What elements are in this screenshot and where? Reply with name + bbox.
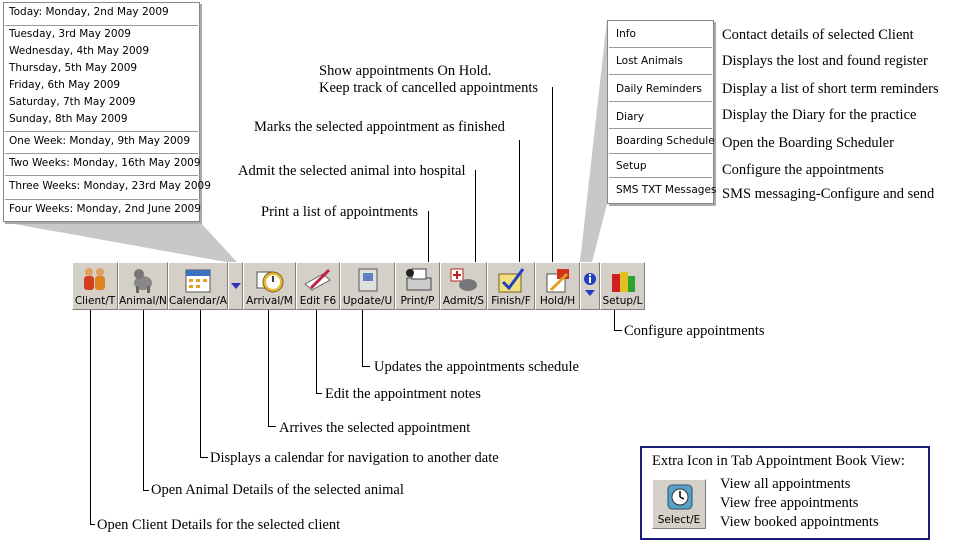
hold-callout-text: Show appointments On Hold.	[319, 63, 492, 79]
select-button[interactable]: Select/E	[652, 479, 706, 529]
checkmark-icon	[498, 268, 525, 293]
update-icon	[358, 268, 377, 292]
options-menu-button[interactable]	[580, 262, 600, 310]
hospital-admit-icon	[450, 268, 477, 291]
extra-icon-panel: Extra Icon in Tab Appointment Book View:…	[640, 446, 930, 540]
client-button-label: Client/T	[74, 295, 116, 307]
client-callout-line	[90, 310, 91, 525]
edit-button[interactable]: Edit F6	[296, 262, 340, 310]
date-day-item[interactable]: Sunday, 8th May 2009	[9, 113, 128, 125]
extra-panel-title: Extra Icon in Tab Appointment Book View:	[652, 453, 905, 469]
calendar-icon	[185, 269, 211, 293]
calendar-button[interactable]: Calendar/A	[168, 262, 228, 310]
print-button-label: Print/P	[400, 295, 435, 307]
dog-icon	[134, 269, 152, 293]
finish-callout-line	[519, 140, 520, 262]
setup-description: Configure the appointments	[722, 162, 884, 178]
date-day-item[interactable]: Wednesday, 4th May 2009	[9, 45, 150, 57]
sms-description: SMS messaging-Configure and send	[722, 186, 935, 202]
hold-button[interactable]: Hold/H	[535, 262, 580, 310]
animal-callout-text: Open Animal Details of the selected anim…	[151, 482, 404, 498]
extra-line: View all appointments	[720, 476, 851, 492]
update-callout-line	[362, 310, 363, 367]
date-one-week-item[interactable]: One Week: Monday, 9th May 2009	[9, 135, 191, 147]
admit-button-label: Admit/S	[442, 295, 485, 307]
update-button[interactable]: Update/U	[340, 262, 395, 310]
edit-pen-icon	[304, 268, 331, 291]
menu-item-lost-animals[interactable]: Lost Animals	[616, 55, 683, 67]
update-callout-text: Updates the appointments schedule	[374, 359, 579, 375]
menu-item-boarding-schedule[interactable]: Boarding Schedule	[616, 135, 715, 147]
date-today-item[interactable]: Today: Monday, 2nd May 2009	[9, 6, 169, 18]
print-button[interactable]: Print/P	[395, 262, 440, 310]
date-day-item[interactable]: Thursday, 5th May 2009	[9, 62, 138, 74]
setup-callout-line	[614, 310, 615, 331]
arrival-button[interactable]: Arrival/M	[243, 262, 296, 310]
edit-button-label: Edit F6	[299, 295, 337, 307]
date-two-weeks-item[interactable]: Two Weeks: Monday, 16th May 2009	[9, 157, 201, 169]
menu-item-sms-txt-messages[interactable]: SMS TXT Messages	[616, 184, 717, 196]
date-three-weeks-item[interactable]: Three Weeks: Monday, 23rd May 2009	[9, 180, 211, 192]
hold-icon	[546, 269, 569, 293]
calendar-callout-line	[200, 310, 201, 458]
stopwatch-icon	[256, 271, 283, 293]
diary-description: Display the Diary for the practice	[722, 107, 917, 123]
setup-button[interactable]: Setup/L	[600, 262, 645, 310]
arrival-button-label: Arrival/M	[246, 295, 293, 307]
hold-button-label: Hold/H	[539, 295, 576, 307]
animal-button[interactable]: Animal/N	[118, 262, 168, 310]
options-dropdown-menu: Info Lost Animals Daily Reminders Diary …	[607, 20, 717, 204]
daily-reminders-description: Display a list of short term reminders	[722, 81, 939, 97]
date-day-item[interactable]: Friday, 6th May 2009	[9, 79, 121, 91]
update-button-label: Update/U	[342, 295, 393, 307]
people-icon	[84, 268, 105, 290]
print-callout-line	[428, 211, 429, 262]
calendar-dropdown-button[interactable]	[228, 262, 243, 310]
finish-button[interactable]: Finish/F	[487, 262, 535, 310]
setup-callout-text: Configure appointments	[624, 323, 765, 339]
date-four-weeks-item[interactable]: Four Weeks: Monday, 2nd June 2009	[9, 203, 201, 215]
menu-item-diary[interactable]: Diary	[616, 111, 644, 123]
print-callout-text: Print a list of appointments	[261, 204, 419, 220]
extra-line: View booked appointments	[720, 514, 879, 530]
admit-callout-text: Admit the selected animal into hospital	[238, 163, 466, 179]
arrival-callout-text: Arrives the selected appointment	[279, 420, 471, 436]
printer-icon	[405, 268, 431, 291]
arrival-callout-line	[268, 310, 269, 427]
menu-item-daily-reminders[interactable]: Daily Reminders	[616, 83, 702, 95]
date-day-item[interactable]: Tuesday, 3rd May 2009	[9, 28, 131, 40]
hold-callout-line	[552, 87, 553, 262]
animal-callout-line	[143, 310, 144, 491]
menu-item-setup[interactable]: Setup	[616, 160, 647, 172]
clock-select-icon	[667, 484, 693, 510]
finish-button-label: Finish/F	[491, 295, 531, 307]
client-button[interactable]: Client/T	[72, 262, 118, 310]
date-day-item[interactable]: Saturday, 7th May 2009	[9, 96, 136, 108]
admit-button[interactable]: Admit/S	[440, 262, 487, 310]
setup-books-icon	[611, 272, 635, 292]
lost-animals-description: Displays the lost and found register	[722, 53, 928, 69]
select-button-label: Select/E	[657, 514, 701, 526]
admit-callout-line	[475, 170, 476, 262]
edit-callout-line	[316, 310, 317, 394]
setup-button-label: Setup/L	[602, 295, 643, 307]
calendar-button-label: Calendar/A	[169, 295, 227, 307]
info-dropdown-icon	[584, 273, 596, 296]
hold-callout-text-2: Keep track of cancelled appointments	[319, 80, 539, 96]
options-menu-wedge	[580, 20, 607, 262]
menu-item-info[interactable]: Info	[616, 28, 636, 40]
animal-button-label: Animal/N	[119, 295, 167, 307]
calendar-callout-text: Displays a calendar for navigation to an…	[210, 450, 499, 466]
chevron-down-icon	[231, 283, 241, 289]
extra-line: View free appointments	[720, 495, 859, 511]
date-dropdown-menu: Today: Monday, 2nd May 2009 Tuesday, 3rd…	[3, 2, 211, 222]
edit-callout-text: Edit the appointment notes	[325, 386, 481, 402]
client-callout-text: Open Client Details for the selected cli…	[97, 517, 341, 533]
finish-callout-text: Marks the selected appointment as finish…	[254, 119, 505, 135]
info-description: Contact details of selected Client	[722, 27, 914, 43]
boarding-schedule-description: Open the Boarding Scheduler	[722, 135, 894, 151]
